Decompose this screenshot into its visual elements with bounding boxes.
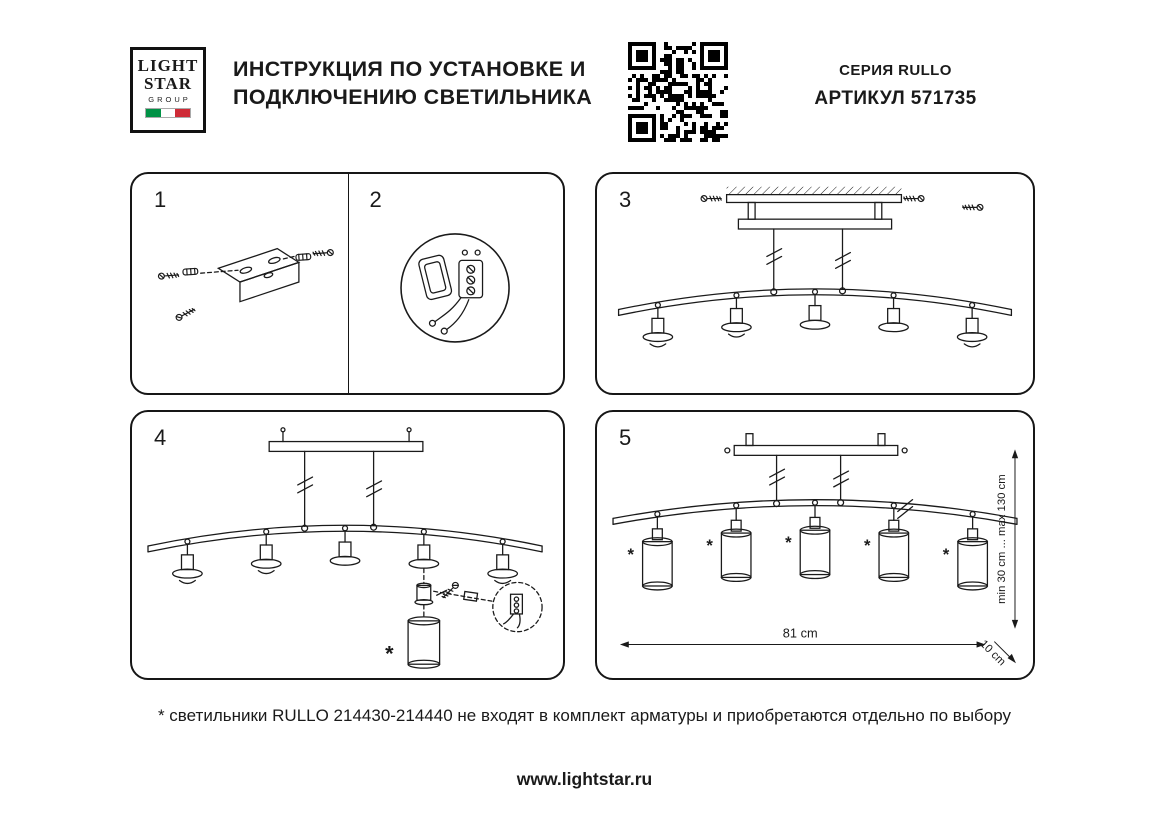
step-number-4: 4 <box>154 425 167 450</box>
screw-icon <box>903 194 925 203</box>
asterisk-mark: * <box>864 536 871 555</box>
screw-icon <box>700 194 722 203</box>
series-label: СЕРИЯ RULLO <box>839 62 952 79</box>
dowel-icon <box>182 267 199 276</box>
logo-word-star: STAR <box>143 73 193 93</box>
screw-icon <box>174 306 197 323</box>
qr-code <box>628 42 728 142</box>
dowel-icon <box>295 252 312 262</box>
connector-detail-circle <box>492 581 543 633</box>
screw-icon <box>440 580 461 601</box>
canopy-plate <box>737 218 893 230</box>
dimension-width-label: 81 cm <box>783 626 818 641</box>
step4-illustration: * <box>147 427 543 669</box>
product-info: СЕРИЯ RULLO АРТИКУЛ 571735 <box>793 62 998 110</box>
step3-illustration <box>617 186 1013 348</box>
step5-illustration: * * * * * 81 cm min 30 cm ... max 130 cm <box>612 433 1019 668</box>
asterisk-mark: * <box>785 533 792 552</box>
panel-steps-1-2: 1 2 <box>130 172 565 395</box>
logo-word-group: GROUP <box>148 95 191 104</box>
lightstar-logo: LIGHT STAR GROUP <box>130 47 206 133</box>
article-label: АРТИКУЛ 571735 <box>814 88 977 109</box>
dimension-height-label: min 30 cm ... max 130 cm <box>996 474 1008 604</box>
canopy-plate <box>733 444 899 456</box>
mounting-bracket-drawing <box>157 247 335 323</box>
step-number-5: 5 <box>619 425 632 450</box>
ceiling-bar <box>725 193 903 204</box>
canopy-plate <box>268 440 424 453</box>
panel-step-4: 4 <box>130 410 565 680</box>
footnote: * светильники RULLO 214430-214440 не вхо… <box>157 706 1012 725</box>
italian-flag-icon <box>145 108 191 118</box>
panel-step-5: 5 <box>595 410 1035 680</box>
step-number-1: 1 <box>154 187 167 212</box>
ceiling-hatch <box>726 186 902 195</box>
title-line-2: ПОДКЛЮЧЕНИЮ СВЕТИЛЬНИКА <box>233 84 593 109</box>
wiring-detail-drawing <box>400 233 510 343</box>
step1-step2-illustration <box>157 233 510 343</box>
dimension-depth-label: 10 cm <box>977 638 1007 668</box>
page-title: ИНСТРУКЦИЯ ПО УСТАНОВКЕ И ПОДКЛЮЧЕНИЮ СВ… <box>233 56 592 111</box>
asterisk-mark: * <box>706 536 713 555</box>
website-url: www.lightstar.ru <box>516 769 653 789</box>
title-line-1: ИНСТРУКЦИЯ ПО УСТАНОВКЕ И <box>233 57 586 81</box>
asterisk-mark: * <box>943 545 950 564</box>
asterisk-mark: * <box>628 545 635 564</box>
step-number-2: 2 <box>369 187 382 212</box>
panel-step-3: 3 <box>595 172 1035 395</box>
screw-icon <box>962 203 984 211</box>
screw-icon <box>312 248 335 258</box>
screw-icon <box>157 271 180 280</box>
asterisk-mark: * <box>385 640 394 665</box>
dimension-depth-arrow <box>993 641 1013 660</box>
step-number-3: 3 <box>619 187 632 212</box>
logo-word-light: LIGHT <box>137 56 199 75</box>
panel-divider <box>347 174 349 393</box>
terminal-block <box>458 259 484 299</box>
